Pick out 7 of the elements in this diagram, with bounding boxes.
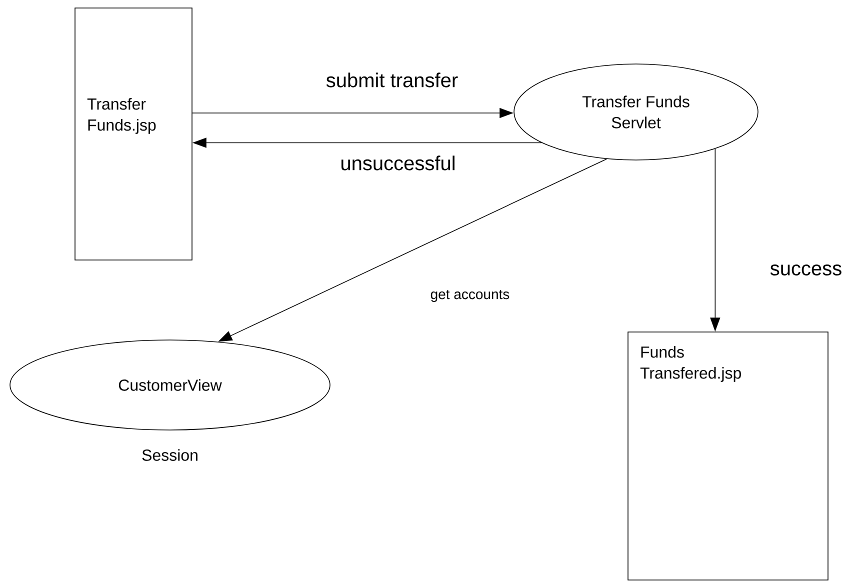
page-box: Funds Transfered.jsp bbox=[628, 332, 828, 580]
edge-label: submit transfer bbox=[324, 72, 460, 88]
edge-label: unsuccessful bbox=[339, 154, 457, 172]
page-box: Transfer Funds.jsp bbox=[74, 8, 192, 260]
edge-label: get accounts bbox=[429, 289, 511, 303]
beside-label: Session bbox=[142, 449, 198, 461]
edge-label: success bbox=[768, 264, 844, 276]
